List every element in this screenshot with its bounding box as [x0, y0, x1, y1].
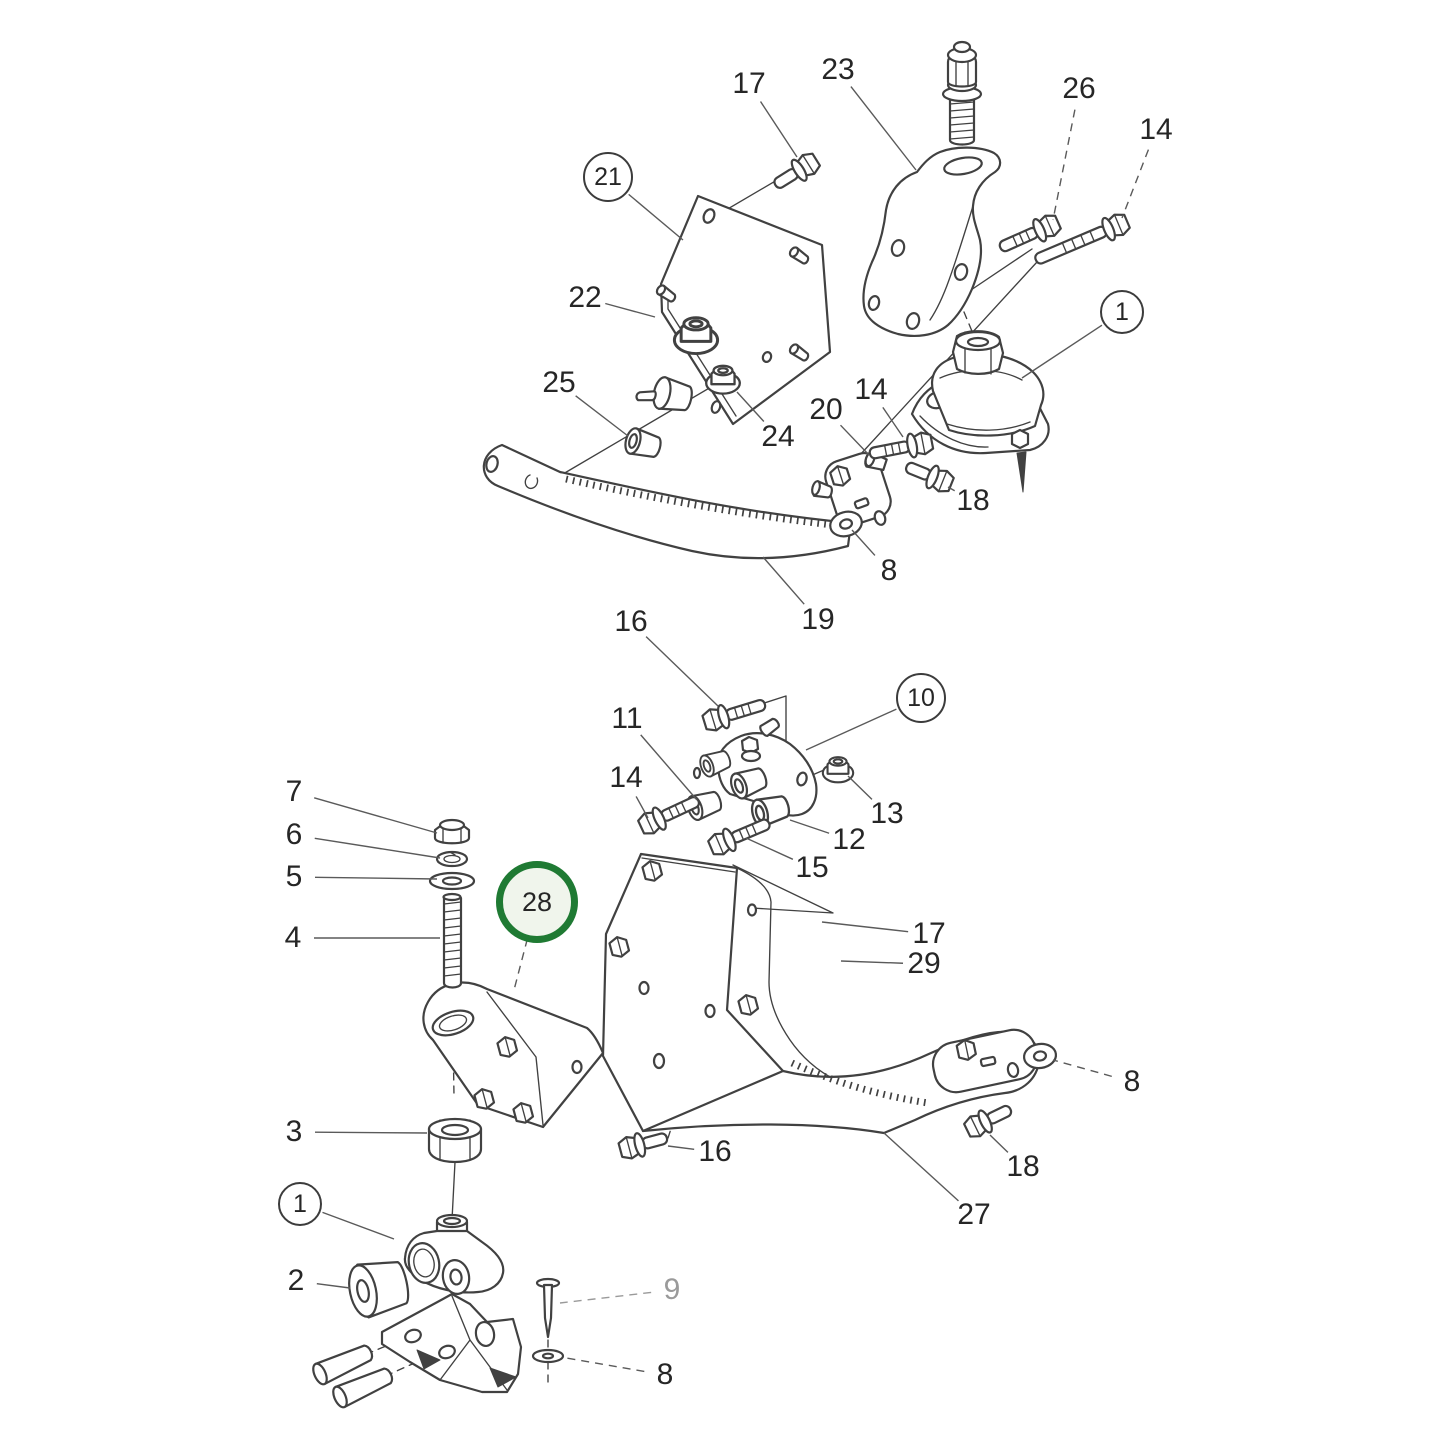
leader-line-21 — [628, 193, 684, 241]
leader-line-29 — [840, 960, 904, 964]
part-pin-9 — [535, 1277, 561, 1339]
top-assembly — [482, 40, 1132, 560]
part-nut-3 — [427, 1117, 483, 1164]
leader-line-28 — [513, 938, 529, 991]
leader-line-18 — [947, 486, 956, 492]
leader-line-1 — [1021, 324, 1103, 379]
part-washer-8-bottom — [531, 1348, 565, 1364]
leader-line-2 — [316, 1283, 351, 1289]
leader-line-20 — [840, 424, 870, 456]
leader-line-11 — [640, 734, 698, 801]
leader-line-3 — [314, 1131, 428, 1134]
part-mount-stud — [941, 40, 983, 146]
leader-line-1 — [322, 1211, 395, 1240]
part-bushing-2 — [348, 1261, 410, 1319]
leader-line-17 — [821, 921, 909, 933]
leader-line-16 — [667, 1145, 695, 1151]
leader-line-18 — [989, 1134, 1009, 1153]
leader-line-6 — [314, 837, 441, 859]
part-washer-5 — [428, 871, 476, 891]
part-mount-1-bottom — [309, 1213, 523, 1411]
leader-line-27 — [883, 1132, 959, 1202]
part-stud-4 — [442, 892, 463, 989]
bottom-assembly — [309, 693, 1059, 1411]
leader-line-12 — [789, 819, 830, 834]
leader-line-15 — [745, 837, 794, 860]
part-mount-1-top — [910, 330, 1050, 493]
part-plate-21 — [635, 194, 832, 426]
part-plate-10 — [692, 717, 818, 817]
leader-line-7 — [313, 797, 438, 834]
leader-line-26 — [1052, 109, 1076, 221]
part-arm-19 — [482, 443, 853, 560]
leader-line-14 — [1121, 149, 1150, 219]
leader-line-8 — [1052, 1059, 1112, 1078]
leader-line-25 — [575, 395, 629, 437]
leader-line-24 — [736, 391, 765, 422]
leader-line-16 — [645, 636, 719, 707]
leader-line-8 — [851, 529, 876, 556]
part-bracket-28-highlighted — [422, 981, 605, 1129]
leader-line-14 — [882, 406, 904, 438]
leader-line-23 — [850, 86, 917, 171]
part-lockwasher-6 — [435, 850, 469, 868]
part-arm-27 — [641, 1028, 1041, 1135]
leader-line-19 — [762, 556, 805, 605]
leader-line-9 — [559, 1291, 652, 1304]
part-link-top — [811, 452, 892, 526]
leader-line-10 — [805, 708, 897, 751]
leader-line-5 — [314, 876, 438, 880]
leader-line-14 — [635, 796, 649, 819]
leader-line-22 — [605, 302, 656, 318]
part-bracket-23 — [862, 146, 1002, 337]
leader-line-13 — [847, 775, 873, 800]
part-nut-7 — [433, 818, 471, 845]
leader-line-8 — [565, 1357, 645, 1373]
leader-line-17 — [759, 101, 798, 158]
